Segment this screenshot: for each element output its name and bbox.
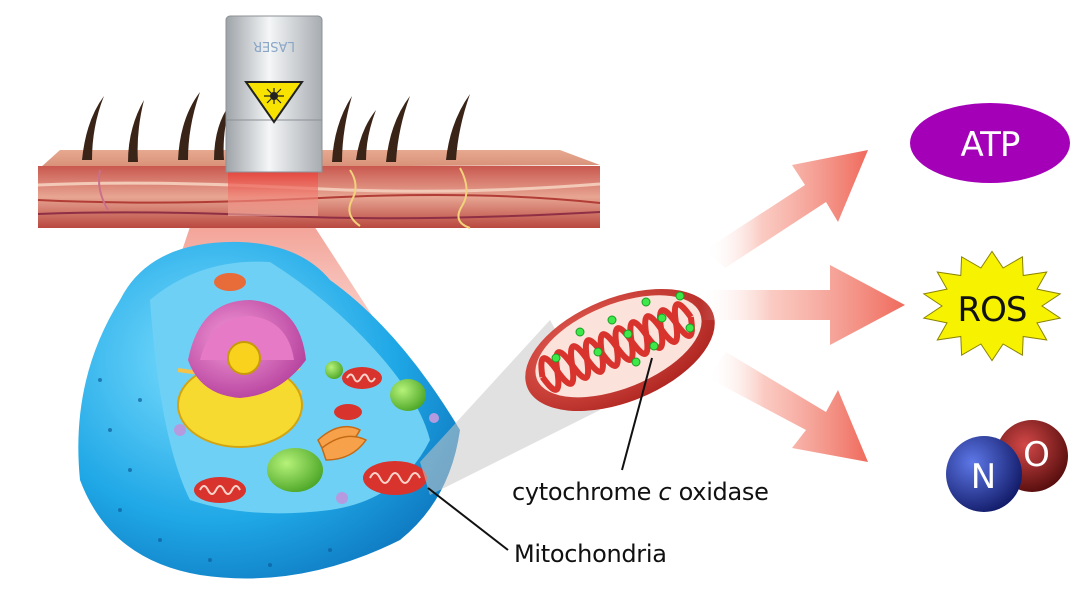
hair-strands	[82, 92, 470, 162]
ros-badge: ROS	[922, 250, 1062, 362]
cell-vesicles	[174, 361, 439, 504]
cytochrome-c-oxidase-label: cytochrome c oxidase	[512, 478, 769, 506]
oxygen-label: O	[1023, 435, 1049, 475]
cytochrome-dots	[551, 291, 695, 367]
arrow-to-atp	[705, 150, 868, 268]
output-arrows	[700, 150, 905, 462]
arrow-to-ros	[700, 265, 905, 345]
device-brand-text: LASER	[253, 38, 295, 53]
skin-section	[37, 150, 601, 229]
atp-label: ATP	[961, 125, 1020, 165]
ros-label: ROS	[958, 290, 1027, 330]
nucleus	[177, 300, 306, 448]
nitrogen-label: N	[971, 457, 995, 497]
golgi-apparatus	[317, 425, 368, 461]
arrow-to-no	[708, 352, 868, 462]
cytochrome-leader-line	[621, 357, 653, 471]
mitochondria-label: Mitochondria	[514, 540, 667, 568]
laser-warning-icon	[244, 81, 304, 124]
laser-device[interactable]: LASER	[225, 15, 323, 173]
no-molecule: N O	[946, 420, 1068, 512]
mitochondrion-enlarged	[525, 288, 715, 412]
laser-beam	[228, 166, 318, 216]
nucleolus	[227, 341, 261, 375]
mitochondria-leader-line	[427, 487, 509, 551]
cell-mitochondria	[194, 273, 427, 503]
cell	[78, 241, 460, 579]
nitrogen-atom	[946, 436, 1022, 512]
atp-badge: ATP	[910, 103, 1070, 183]
